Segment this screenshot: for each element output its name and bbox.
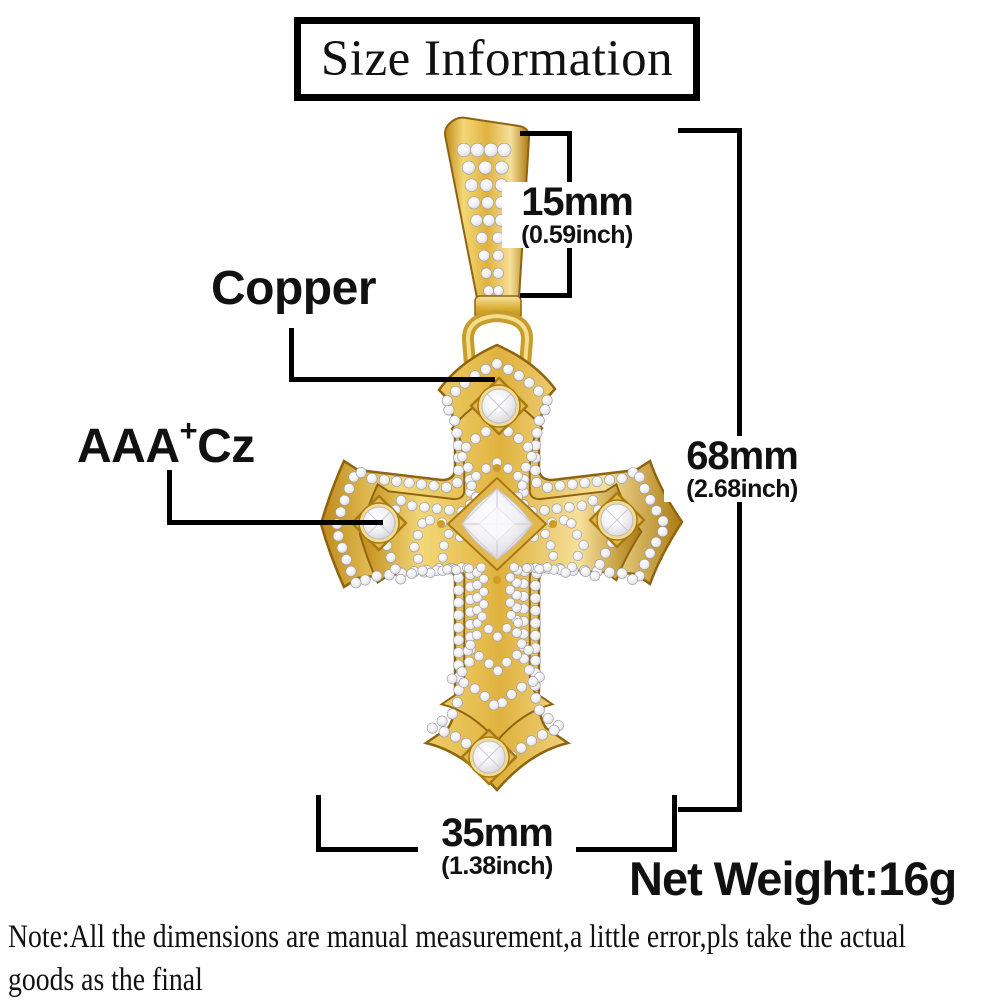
bail-size-label: 15mm (0.59inch) (502, 180, 652, 249)
bail-size-mm: 15mm (521, 180, 634, 224)
bail-pave-stones (456, 142, 512, 297)
title-box: Size Information (294, 17, 700, 101)
note-line-2: goods as the final (8, 962, 203, 998)
width-label: 35mm (1.38inch) (418, 811, 576, 880)
net-weight-label: Net Weight:16g (629, 852, 957, 905)
bail-size-inch: (0.59inch) (521, 220, 633, 249)
width-mm: 35mm (441, 811, 554, 855)
cz-callout-line (167, 470, 383, 525)
stone-grade-label: AAA+Cz (77, 413, 255, 474)
height-mm: 68mm (686, 434, 799, 478)
copper-callout-line (289, 328, 495, 382)
height-inch: (2.68inch) (686, 474, 798, 503)
accent-stones (350, 376, 646, 786)
note-text: Note:All the dimensions are manual measu… (8, 916, 999, 1000)
width-inch: (1.38inch) (441, 851, 553, 880)
material-label: Copper (211, 262, 377, 315)
connector-loop-highlight (466, 313, 529, 378)
stone-grade-plus: + (179, 413, 198, 448)
note-line-1: Note:All the dimensions are manual measu… (8, 919, 906, 955)
stone-grade-suffix: Cz (197, 420, 255, 473)
page-title: Size Information (320, 31, 674, 87)
stone-grade-prefix: AAA (77, 420, 180, 473)
height-label: 68mm (2.68inch) (664, 434, 820, 503)
